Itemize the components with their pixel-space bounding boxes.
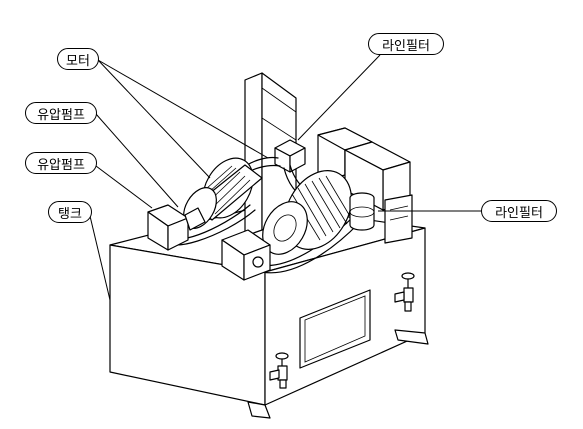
- leader-lines: [89, 54, 481, 301]
- line-filter-label-top: 라인필터: [368, 33, 444, 55]
- valve-right: [394, 272, 415, 312]
- rear-pump: [147, 204, 206, 251]
- motor-label: 모터: [57, 48, 99, 70]
- rear-motor: [183, 157, 263, 229]
- front-motor: [262, 170, 353, 255]
- line-filter-label-right: 라인필터: [481, 200, 557, 222]
- inspection-window: [299, 289, 371, 369]
- hydraulic-pump-label-2: 유압펌프: [25, 152, 97, 174]
- hydraulic-pump-label-1: 유압펌프: [25, 102, 97, 124]
- tank-body: [109, 204, 429, 419]
- control-blocks: [317, 127, 413, 244]
- line-filter-right: [349, 192, 375, 231]
- front-pump: [221, 229, 271, 281]
- valve-front: [269, 352, 289, 389]
- tank-label: 탱크: [48, 201, 92, 223]
